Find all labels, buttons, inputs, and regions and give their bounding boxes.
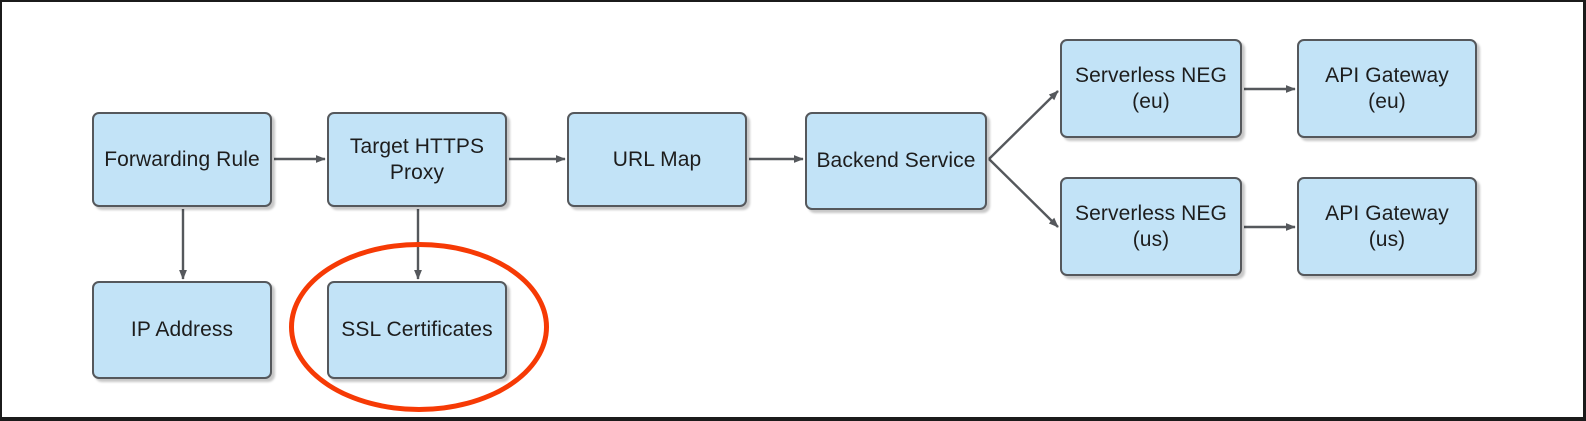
edge-backend-service-to-serverless-neg-eu <box>988 90 1059 160</box>
node-serverless-neg-eu[interactable]: Serverless NEG (eu) <box>1060 39 1242 138</box>
node-api-gateway-eu[interactable]: API Gateway (eu) <box>1297 39 1477 138</box>
node-forwarding-rule[interactable]: Forwarding Rule <box>92 112 272 207</box>
node-url-map[interactable]: URL Map <box>567 112 747 207</box>
node-backend-service[interactable]: Backend Service <box>805 112 987 210</box>
node-api-gateway-us[interactable]: API Gateway (us) <box>1297 177 1477 276</box>
node-ip-address[interactable]: IP Address <box>92 281 272 379</box>
node-target-https-proxy[interactable]: Target HTTPS Proxy <box>327 112 507 207</box>
node-serverless-neg-us[interactable]: Serverless NEG (us) <box>1060 177 1242 276</box>
annotation-ssl-highlight <box>289 242 549 412</box>
edge-backend-service-to-serverless-neg-us <box>988 158 1059 228</box>
